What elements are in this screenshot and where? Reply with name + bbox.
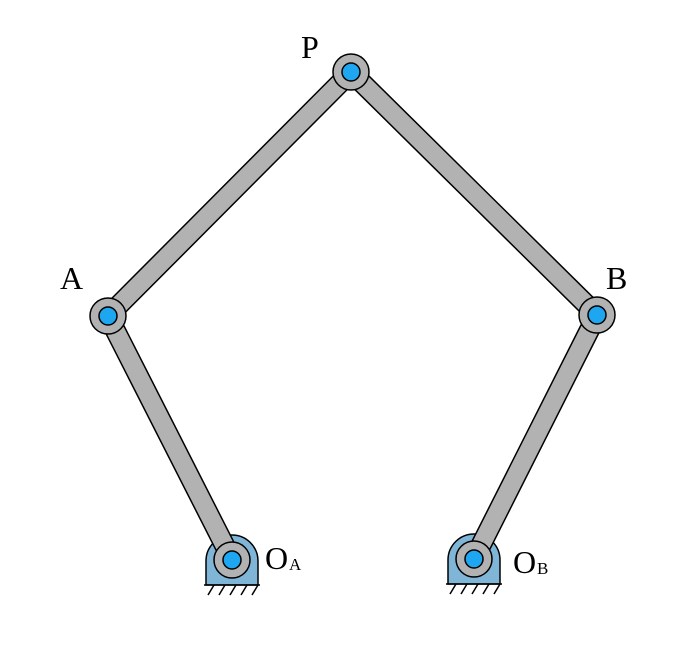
ground-hatch-ob	[449, 583, 501, 595]
label-p: P	[301, 29, 319, 65]
joint-ob	[455, 540, 493, 578]
label-ob: O B	[513, 544, 548, 580]
label-ob-main: O	[513, 544, 536, 580]
link-b-p	[340, 61, 608, 326]
link-oa-a	[97, 305, 243, 571]
link-a-p	[97, 61, 362, 327]
joint-p	[332, 53, 370, 91]
joint-oa	[213, 541, 251, 579]
label-ob-sub: B	[537, 559, 548, 578]
label-a: A	[60, 260, 83, 296]
label-oa: O A	[265, 540, 302, 576]
ground-hatch-oa	[207, 584, 259, 596]
link-ob-b	[463, 304, 608, 570]
label-oa-main: O	[265, 540, 288, 576]
label-b: B	[606, 260, 627, 296]
joint-a	[89, 297, 127, 335]
joint-b	[578, 296, 616, 334]
label-oa-sub: A	[289, 555, 302, 574]
